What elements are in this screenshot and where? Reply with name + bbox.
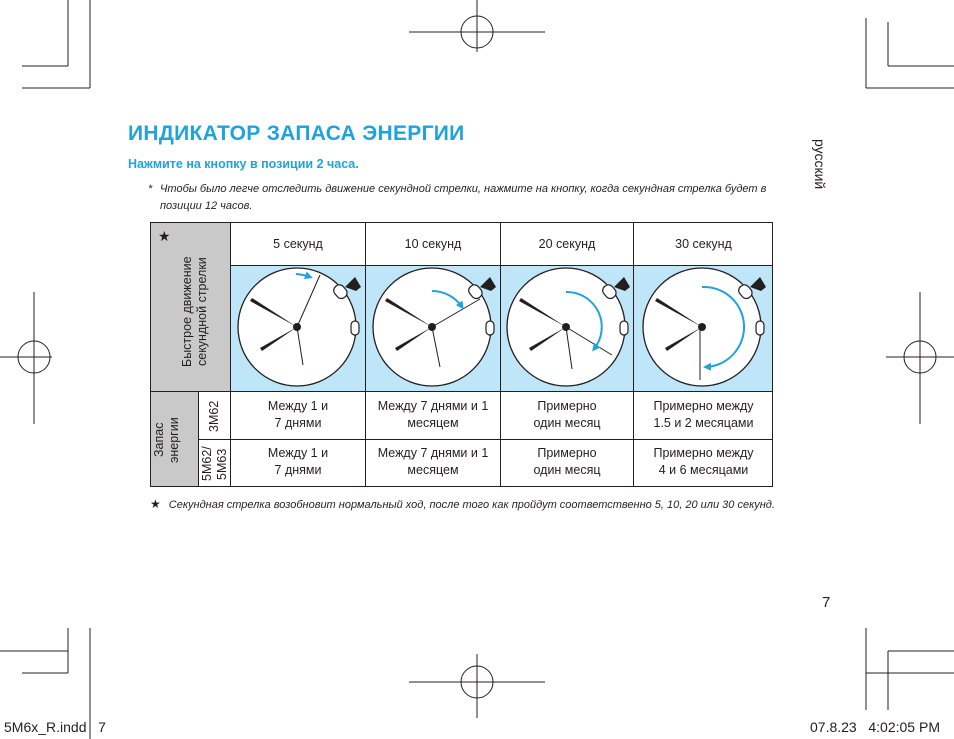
instruction-subtitle: Нажмите на кнопку в позиции 2 часа. <box>128 157 359 171</box>
note-text: Чтобы было легче отследить движение секу… <box>160 183 767 212</box>
reserve-label-line2: энергии <box>167 417 181 463</box>
watch-dial-icon <box>237 267 361 387</box>
movement-label-line2: секундной стрелки <box>195 257 209 367</box>
reserve-3m62-10s: Между 7 днями и 1 месяцем <box>366 398 500 438</box>
cell-line: Примерно между <box>653 446 754 460</box>
registration-mark-icon <box>409 654 545 718</box>
cell-line: месяцем <box>407 416 459 430</box>
registration-mark-icon <box>0 292 52 424</box>
model-label-3m62: 3M62 <box>207 400 221 432</box>
cell-line: Примерно между <box>653 399 754 413</box>
cell-line: 4 и 6 месяцами <box>658 463 749 477</box>
reserve-label-line1: Запас <box>152 422 166 458</box>
press-button-arrow-icon <box>750 277 766 291</box>
column-header-30s: 30 секунд <box>675 237 732 251</box>
reserve-5m62-30s: Примерно между 4 и 6 месяцами <box>634 445 773 485</box>
movement-label-cell <box>150 222 230 391</box>
model-label-5m62-5m63: 5M62/ 5M63 <box>200 442 230 486</box>
reserve-3m62-5s: Между 1 и 7 днями <box>231 398 365 438</box>
watch-dial-icon <box>372 267 496 387</box>
note: * Чтобы было легче отследить движение се… <box>148 181 802 215</box>
cell-line: Между 1 и <box>267 446 329 460</box>
cell-line: 7 днями <box>274 416 322 430</box>
watch-dial-icon <box>642 267 766 387</box>
reserve-5m62-10s: Между 7 днями и 1 месяцем <box>366 445 500 485</box>
registration-mark-icon <box>409 0 545 52</box>
reserve-3m62-30s: Примерно между 1.5 и 2 месяцами <box>634 398 773 438</box>
cell-line: один месяц <box>533 463 601 477</box>
column-header-5s: 5 секунд <box>273 237 323 251</box>
press-button-arrow-icon <box>345 277 361 291</box>
cell-line: 7 днями <box>274 463 322 477</box>
cell-line: Примерно <box>537 446 597 460</box>
press-button-arrow-icon <box>614 277 630 291</box>
footer-timestamp: 07.8.23 4:02:05 PM <box>810 719 940 735</box>
cell-line: 1.5 и 2 месяцами <box>653 416 754 430</box>
column-header-20s: 20 секунд <box>538 237 596 251</box>
page-number: 7 <box>822 594 831 611</box>
power-reserve-table: ★ Быстрое движение секундной стрелки 5 с… <box>150 222 773 487</box>
cell-line: Между 7 днями и 1 <box>377 399 489 413</box>
language-tab: русский <box>812 139 828 190</box>
cell-line: Примерно <box>537 399 597 413</box>
table-star-marker: ★ <box>158 228 171 244</box>
reserve-row-label: Запас энергии <box>152 400 196 480</box>
reserve-3m62-20s: Примерно один месяц <box>501 398 633 438</box>
footer-file-name: 5M6x_R.indd 7 <box>4 719 106 735</box>
reserve-5m62-5s: Между 1 и 7 днями <box>231 445 365 485</box>
footnote-star-marker: ★ <box>150 497 161 511</box>
cell-line: месяцем <box>407 463 459 477</box>
movement-row-label: Быстрое движение секундной стрелки <box>180 242 210 382</box>
note-marker: * <box>148 183 153 195</box>
column-header-10s: 10 секунд <box>404 237 462 251</box>
footnote: ★ Секундная стрелка возобновит нормальный… <box>150 497 775 511</box>
page-title: ИНДИКАТОР ЗАПАСА ЭНЕРГИИ <box>128 122 465 145</box>
table-grid <box>150 222 773 487</box>
cell-line: один месяц <box>533 416 601 430</box>
footnote-text: Секундная стрелка возобновит нормальный … <box>168 499 775 511</box>
movement-label-line1: Быстрое движение <box>180 256 194 368</box>
watch-dial-icon <box>506 267 630 387</box>
press-button-arrow-icon <box>480 277 496 291</box>
cell-line: Между 7 днями и 1 <box>377 446 489 460</box>
cell-line: Между 1 и <box>267 399 329 413</box>
registration-mark-icon <box>886 292 954 424</box>
model-label-line2: 5M63 <box>215 448 229 480</box>
reserve-label-cell <box>150 391 198 487</box>
watch-dials <box>237 267 766 387</box>
reserve-5m62-20s: Примерно один месяц <box>501 445 633 485</box>
model-label-line1: 5M62/ <box>200 446 214 482</box>
